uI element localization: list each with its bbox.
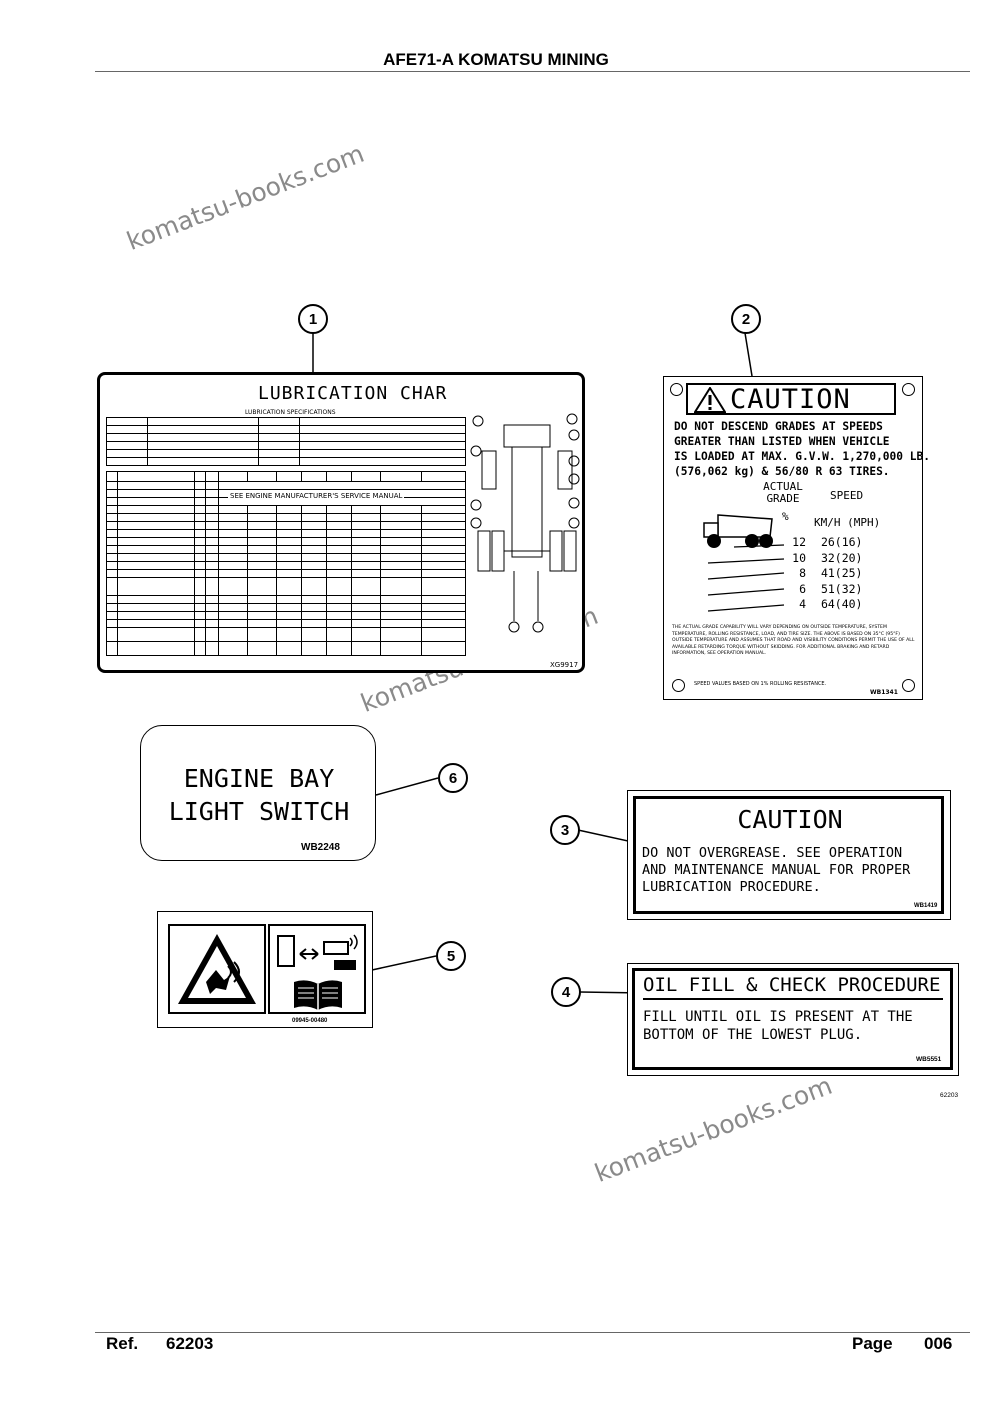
caution-overgrease-code: WB1419	[914, 903, 938, 909]
grade-column-header: ACTUAL GRADE	[763, 480, 803, 505]
caution-overgrease-title: CAUTION	[737, 805, 843, 834]
caution-overgrease-message: DO NOT OVERGREASE. SEE OPERATION AND MAI…	[642, 845, 910, 896]
lubrication-chart-title: LUBRICATION CHAR	[258, 383, 448, 404]
engine-bay-decal-code: WB2248	[301, 842, 340, 853]
caution-line: GREATER THAN LISTED WHEN VEHICLE	[674, 435, 890, 448]
caution-line: DO NOT OVERGREASE. SEE OPERATION	[642, 845, 903, 861]
haul-truck-icon	[703, 514, 773, 548]
figure-reference: 62203	[940, 1092, 959, 1099]
grade-unit: %	[782, 510, 789, 523]
speed-value: 64(40)	[820, 597, 863, 611]
oil-fill-title: OIL FILL & CHECK PROCEDURE	[643, 974, 941, 996]
caution-line: (576,062 kg) & 56/80 R 63 TIRES.	[674, 465, 890, 478]
oil-fill-code: WB5551	[916, 1056, 942, 1063]
callout-6: 6	[438, 763, 468, 793]
page-title: AFE71-A KOMATSU MINING	[383, 50, 609, 69]
grade-value: 10	[792, 550, 806, 565]
callout-2: 2	[731, 304, 761, 334]
mounting-hole-icon	[672, 679, 685, 692]
mounting-hole-icon	[670, 383, 683, 396]
callout-3: 3	[550, 815, 580, 845]
speed-value: 26(16)	[820, 535, 863, 549]
caution-footer: SPEED VALUES BASED ON 1% ROLLING RESISTA…	[694, 681, 827, 687]
switch-release-icon	[277, 934, 358, 970]
footer-ref-label: Ref.	[106, 1334, 139, 1353]
header-rule	[95, 71, 970, 72]
caution-message: DO NOT DESCEND GRADES AT SPEEDS GREATER …	[674, 419, 930, 479]
safety-decal-code: 09945-00480	[292, 1018, 328, 1024]
warning-triangle-icon	[694, 387, 726, 413]
footer-rule	[95, 1332, 970, 1333]
mounting-hole-icon	[902, 679, 915, 692]
callout-1: 1	[298, 304, 328, 334]
grade-value: 8	[799, 566, 806, 580]
hazard-triangle-icon	[178, 934, 256, 1004]
grade-value: 6	[799, 581, 806, 596]
mounting-hole-icon	[902, 383, 915, 396]
lubrication-spec-title: LUBRICATION SPECIFICATIONS	[245, 409, 336, 416]
grade-speed-row: 6 51(32)	[784, 582, 884, 598]
lubrication-engine-note: SEE ENGINE MANUFACTURER'S SERVICE MANUAL	[228, 492, 405, 500]
caution-line: DO NOT DESCEND GRADES AT SPEEDS	[674, 420, 883, 433]
oil-fill-border	[632, 968, 953, 1070]
lubrication-service-table	[106, 471, 466, 656]
engine-bay-light-switch-decal: ENGINE BAY LIGHT SWITCH WB2248	[140, 725, 376, 861]
grade-speed-row: 12 26(16)	[784, 535, 884, 551]
speed-value: 32(20)	[820, 550, 863, 565]
footer-page-label: Page	[852, 1334, 893, 1353]
grade-lines	[707, 544, 785, 612]
oil-fill-line: FILL UNTIL OIL IS PRESENT AT THE	[643, 1009, 913, 1025]
speed-value: 41(25)	[820, 566, 863, 580]
oil-fill-check-decal: OIL FILL & CHECK PROCEDURE FILL UNTIL OI…	[627, 963, 959, 1076]
caution-line: IS LOADED AT MAX. G.V.W. 1,270,000 LB.	[674, 450, 930, 463]
lubrication-decal-code: XG9917	[550, 661, 579, 669]
oil-fill-message: FILL UNTIL OIL IS PRESENT AT THE BOTTOM …	[643, 1008, 913, 1044]
speed-column-header: SPEED	[830, 489, 864, 502]
light-switch-line: LIGHT SWITCH	[168, 797, 350, 826]
grade-speed-row: 8 41(25)	[784, 566, 884, 582]
safety-symbol-decal: 09945-00480	[157, 911, 373, 1028]
speed-value: 51(32)	[820, 581, 863, 596]
lubrication-spec-table	[106, 417, 466, 466]
grade-speed-rows: 12 26(16) 10 32(20) 8 41(25) 6 51(32) 4 …	[784, 535, 884, 613]
caution-decal-code: WB1341	[870, 689, 898, 696]
caution-fine-print: THE ACTUAL GRADE CAPABILITY WILL VARY DE…	[672, 625, 915, 657]
grade-speed-row: 4 64(40)	[784, 597, 884, 613]
instruction-panel	[268, 924, 366, 1014]
caution-title: CAUTION	[730, 384, 851, 415]
caution-grade-speed-decal: CAUTION DO NOT DESCEND GRADES AT SPEEDS …	[663, 376, 930, 700]
caution-line: AND MAINTENANCE MANUAL FOR PROPER	[642, 862, 911, 878]
footer-page-value: 006	[924, 1334, 953, 1353]
callout-5: 5	[436, 941, 466, 971]
grade-value: 4	[799, 597, 806, 611]
truck-lubrication-diagram	[470, 413, 580, 633]
caution-overgrease-border	[633, 796, 944, 914]
caution-line: LUBRICATION PROCEDURE.	[642, 879, 821, 895]
caution-overgrease-decal: CAUTION DO NOT OVERGREASE. SEE OPERATION…	[627, 790, 951, 920]
engine-bay-text: ENGINE BAY LIGHT SWITCH	[141, 762, 377, 828]
grade-value: 12	[792, 535, 806, 549]
oil-fill-line: BOTTOM OF THE LOWEST PLUG.	[643, 1027, 863, 1043]
hazard-panel	[168, 924, 266, 1014]
lubrication-chart-decal: LUBRICATION CHAR LUBRICATION SPECIFICATI…	[97, 372, 585, 673]
caution-header: CAUTION	[686, 383, 896, 415]
callout-4: 4	[551, 977, 581, 1007]
speed-unit: KM/H (MPH)	[814, 516, 881, 529]
engine-bay-line: ENGINE BAY	[183, 764, 335, 793]
manual-book-icon	[294, 980, 342, 1010]
footer-ref-value: 62203	[166, 1334, 214, 1353]
oil-fill-title-underline	[643, 998, 943, 1000]
grade-speed-row: 10 32(20)	[784, 551, 884, 567]
